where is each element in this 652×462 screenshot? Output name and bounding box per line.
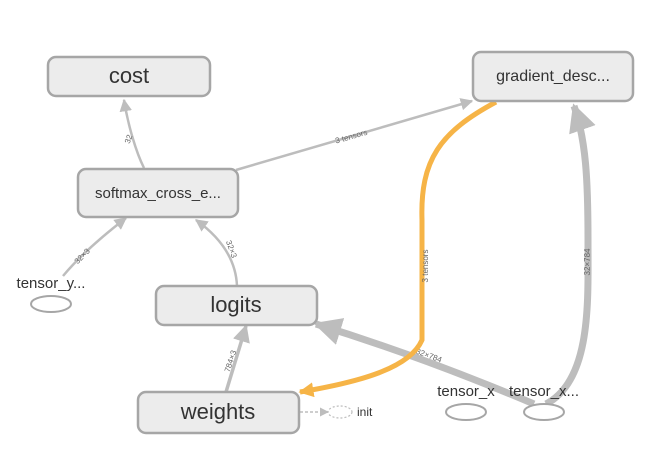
placeholder-label: tensor_x... xyxy=(509,383,579,400)
edge-label: 32×784 xyxy=(583,248,592,275)
node-tensor-x[interactable]: tensor_x xyxy=(437,383,495,421)
node-tensor-y[interactable]: tensor_y... xyxy=(17,275,86,313)
node-label: weights xyxy=(180,399,256,424)
node-cost[interactable]: cost xyxy=(46,55,212,98)
node-softmax-cross-entropy[interactable]: softmax_cross_e... xyxy=(76,167,240,219)
edge-weights-to-logits[interactable]: 784×3 xyxy=(223,324,250,393)
node-gradient-descent[interactable]: gradient_desc... xyxy=(471,50,635,103)
edge-tensor-x-to-logits[interactable]: 32×784 xyxy=(313,318,536,408)
node-tensor-x-2[interactable]: tensor_x... xyxy=(509,383,579,421)
edge-logits-to-softmax[interactable]: 32×3 xyxy=(194,218,239,287)
init-label: init xyxy=(357,405,373,419)
edge-label: 32 xyxy=(123,133,135,145)
node-label: logits xyxy=(210,292,261,317)
edge-softmax-to-cost[interactable]: 32 xyxy=(119,98,146,169)
placeholder-label: tensor_y... xyxy=(17,275,86,292)
node-logits[interactable]: logits xyxy=(154,284,319,327)
edge-label: 3 tensors xyxy=(421,250,430,283)
node-label: cost xyxy=(109,63,149,88)
edge-softmax-to-gradient[interactable]: 3 tensors xyxy=(235,98,474,172)
edge-label: 3 tensors xyxy=(334,128,368,146)
node-init[interactable]: init xyxy=(327,405,373,419)
placeholder-oval xyxy=(523,403,565,421)
placeholder-oval xyxy=(30,295,72,313)
edge-gradient-to-weights[interactable]: 3 tensors xyxy=(298,99,498,398)
node-label: softmax_cross_e... xyxy=(95,185,221,202)
node-weights[interactable]: weights xyxy=(136,390,301,435)
node-label: gradient_desc... xyxy=(496,68,610,85)
edge-tensor-x-to-gradient[interactable]: 32×784 xyxy=(544,103,596,408)
placeholder-label: tensor_x xyxy=(437,383,495,400)
placeholder-oval xyxy=(445,403,487,421)
init-oval xyxy=(327,405,353,419)
edge-tensor-y-to-softmax[interactable]: 32×3 xyxy=(62,217,127,277)
